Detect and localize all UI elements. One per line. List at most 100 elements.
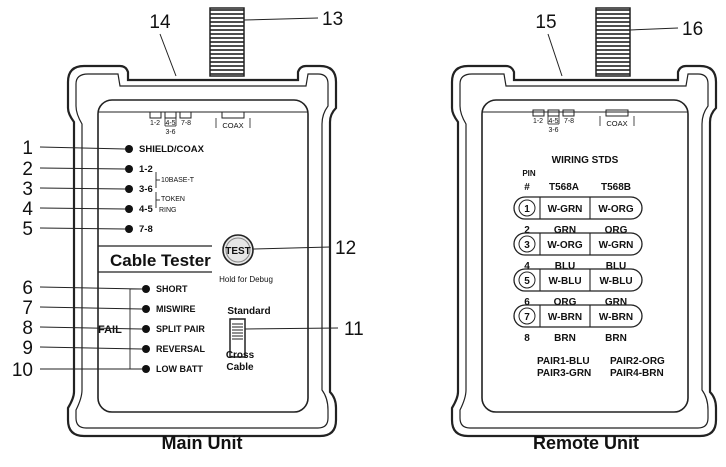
callout-3: 3 (22, 179, 33, 200)
test-button[interactable]: TEST (222, 234, 254, 266)
led-split-pair (142, 325, 150, 333)
wiring-row-box (513, 268, 643, 292)
wiring-pin-number: 2 (524, 225, 530, 236)
hash-header: # (524, 182, 530, 193)
main-coax-label: COAX (222, 121, 243, 130)
callout-9: 9 (22, 338, 33, 359)
wiring-t568a-color: GRN (554, 225, 576, 236)
led-1-2 (125, 165, 133, 173)
main-face-panel (97, 99, 309, 413)
wiring-pin-number: 1 (524, 204, 530, 215)
main-rj45-port: 1-2 4-5 7-8 3-6 (149, 111, 192, 136)
wiring-t568b-color: W-BLU (599, 276, 632, 287)
callout-12: 12 (335, 238, 356, 259)
wiring-t568a-color: W-GRN (548, 204, 583, 215)
wiring-t568b-color: ORG (605, 225, 628, 236)
wiring-row-box (513, 232, 643, 256)
remote-unit-caption: Remote Unit (533, 433, 639, 453)
cable-tester-title: Cable Tester (110, 251, 211, 270)
wiring-pin-number: 8 (524, 333, 530, 344)
hold-for-debug-text: Hold for Debug (219, 275, 273, 284)
callout-14: 14 (149, 12, 171, 33)
callouts (39, 17, 679, 370)
led-label-4-5: 4-5 (139, 204, 153, 215)
wiring-pin-number: 4 (524, 261, 530, 272)
t568b-header: T568B (601, 182, 631, 193)
wiring-title: WIRING STDS (552, 155, 619, 166)
net-10base-label: 10BASE-T (161, 177, 195, 184)
main-unit-caption: Main Unit (162, 433, 243, 453)
led-4-5 (125, 205, 133, 213)
wiring-pin-circle (518, 199, 536, 217)
main-rj45-pin-label: 4-5 (165, 120, 175, 127)
net-ring-label: RING (159, 207, 177, 214)
pair-legend-1b: PAIR2-ORG (610, 356, 665, 367)
led-label-split-pair: SPLIT PAIR (156, 324, 205, 334)
wiring-t568a-color: W-BLU (548, 276, 581, 287)
callout-6: 6 (22, 278, 33, 299)
main-top-leds: SHIELD/COAX 1-2 3-6 4-5 7-8 10BASE-T TOK… (125, 144, 205, 235)
led-label-shield-coax: SHIELD/COAX (139, 144, 205, 155)
switch-cable-label: Cable (226, 362, 254, 373)
remote-rj45-sub-label: 3-6 (548, 127, 558, 134)
main-bottom-leds: SHORT MISWIRE SPLIT PAIR REVERSAL LOW BA… (98, 284, 206, 374)
led-reversal (142, 345, 150, 353)
led-label-1-2: 1-2 (139, 164, 153, 175)
fail-label: FAIL (98, 324, 122, 336)
led-label-short: SHORT (156, 284, 188, 294)
remote-rj45-pin-label: 1-2 (533, 118, 543, 125)
test-button-label: TEST (225, 246, 251, 257)
remote-coax-port: COAX (599, 109, 635, 128)
remote-bnc-connector (595, 7, 631, 77)
remote-unit: 1-2 4-5 7-8 3-6 COAX WIRING STDS PIN # T… (450, 7, 718, 453)
wiring-t568b-color: W-ORG (598, 204, 634, 215)
led-3-6 (125, 185, 133, 193)
wiring-t568a-color: W-ORG (547, 240, 583, 251)
callout-7: 7 (22, 298, 33, 319)
remote-face-panel (481, 99, 689, 413)
pair-legend-1a: PAIR1-BLU (537, 356, 590, 367)
wiring-t568b-color: GRN (605, 297, 627, 308)
led-shield-coax (125, 145, 133, 153)
main-unit-rim (75, 73, 329, 429)
callout-4: 4 (22, 199, 33, 220)
main-bnc-connector (209, 7, 245, 77)
led-7-8 (125, 225, 133, 233)
led-label-3-6: 3-6 (139, 184, 153, 195)
switch-cross-label: Cross (226, 350, 255, 361)
wiring-t568b-color: W-GRN (599, 240, 634, 251)
callout-1: 1 (22, 138, 33, 159)
wiring-pin-number: 5 (524, 276, 530, 287)
wiring-pin-circle (518, 271, 536, 289)
pair-legend-2b: PAIR4-BRN (610, 368, 664, 379)
wiring-t568b-color: BLU (606, 261, 627, 272)
wiring-pin-circle (518, 235, 536, 253)
callout-5: 5 (22, 219, 33, 240)
wiring-t568b-color: BRN (605, 333, 627, 344)
t568a-header: T568A (549, 182, 579, 193)
remote-unit-rim (459, 73, 709, 429)
wiring-t568a-color: BLU (555, 261, 576, 272)
main-rj45-pin-label: 1-2 (150, 120, 160, 127)
main-rj45-sub-label: 3-6 (165, 129, 175, 136)
main-unit: 1-2 4-5 7-8 3-6 COAX SHIELD/COAX 1-2 3-6… (66, 7, 338, 453)
main-coax-port: COAX (215, 111, 251, 130)
callout-2: 2 (22, 159, 33, 180)
wiring-row-box (513, 196, 643, 220)
wiring-row-box (513, 304, 643, 328)
pin-header: PIN (522, 169, 536, 178)
callout-15: 15 (535, 12, 556, 33)
wiring-t568a-color: BRN (554, 333, 576, 344)
callout-8: 8 (22, 318, 33, 339)
led-label-miswire: MISWIRE (156, 304, 196, 314)
pair-legend-2a: PAIR3-GRN (537, 368, 591, 379)
callout-11: 11 (344, 319, 364, 340)
cable-mode-switch[interactable] (229, 318, 246, 358)
callout-numbers: 1 2 3 4 5 6 7 8 9 10 11 12 13 14 15 16 (12, 9, 703, 381)
remote-rj45-port: 1-2 4-5 7-8 3-6 (532, 109, 575, 134)
wiring-pin-circle (518, 307, 536, 325)
led-miswire (142, 305, 150, 313)
led-label-reversal: REVERSAL (156, 344, 206, 354)
